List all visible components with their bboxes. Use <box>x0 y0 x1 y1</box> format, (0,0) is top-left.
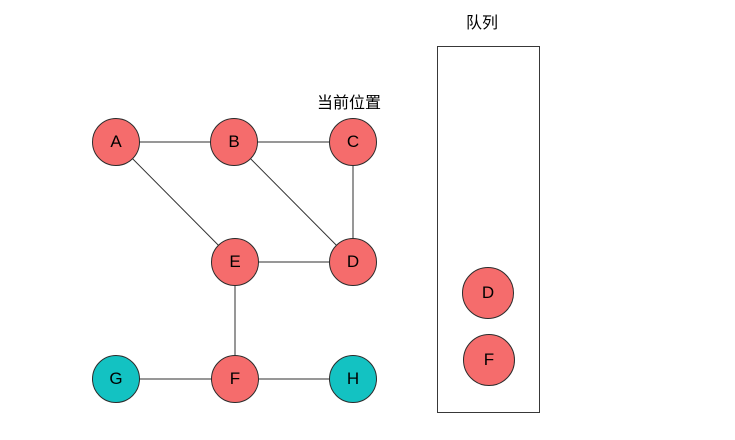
current-position-label: 当前位置 <box>317 95 382 112</box>
edge-B-D <box>233 141 354 263</box>
edge-A-E <box>115 141 236 263</box>
queue-box <box>437 46 540 413</box>
queue-title-label: 队列 <box>466 15 499 32</box>
